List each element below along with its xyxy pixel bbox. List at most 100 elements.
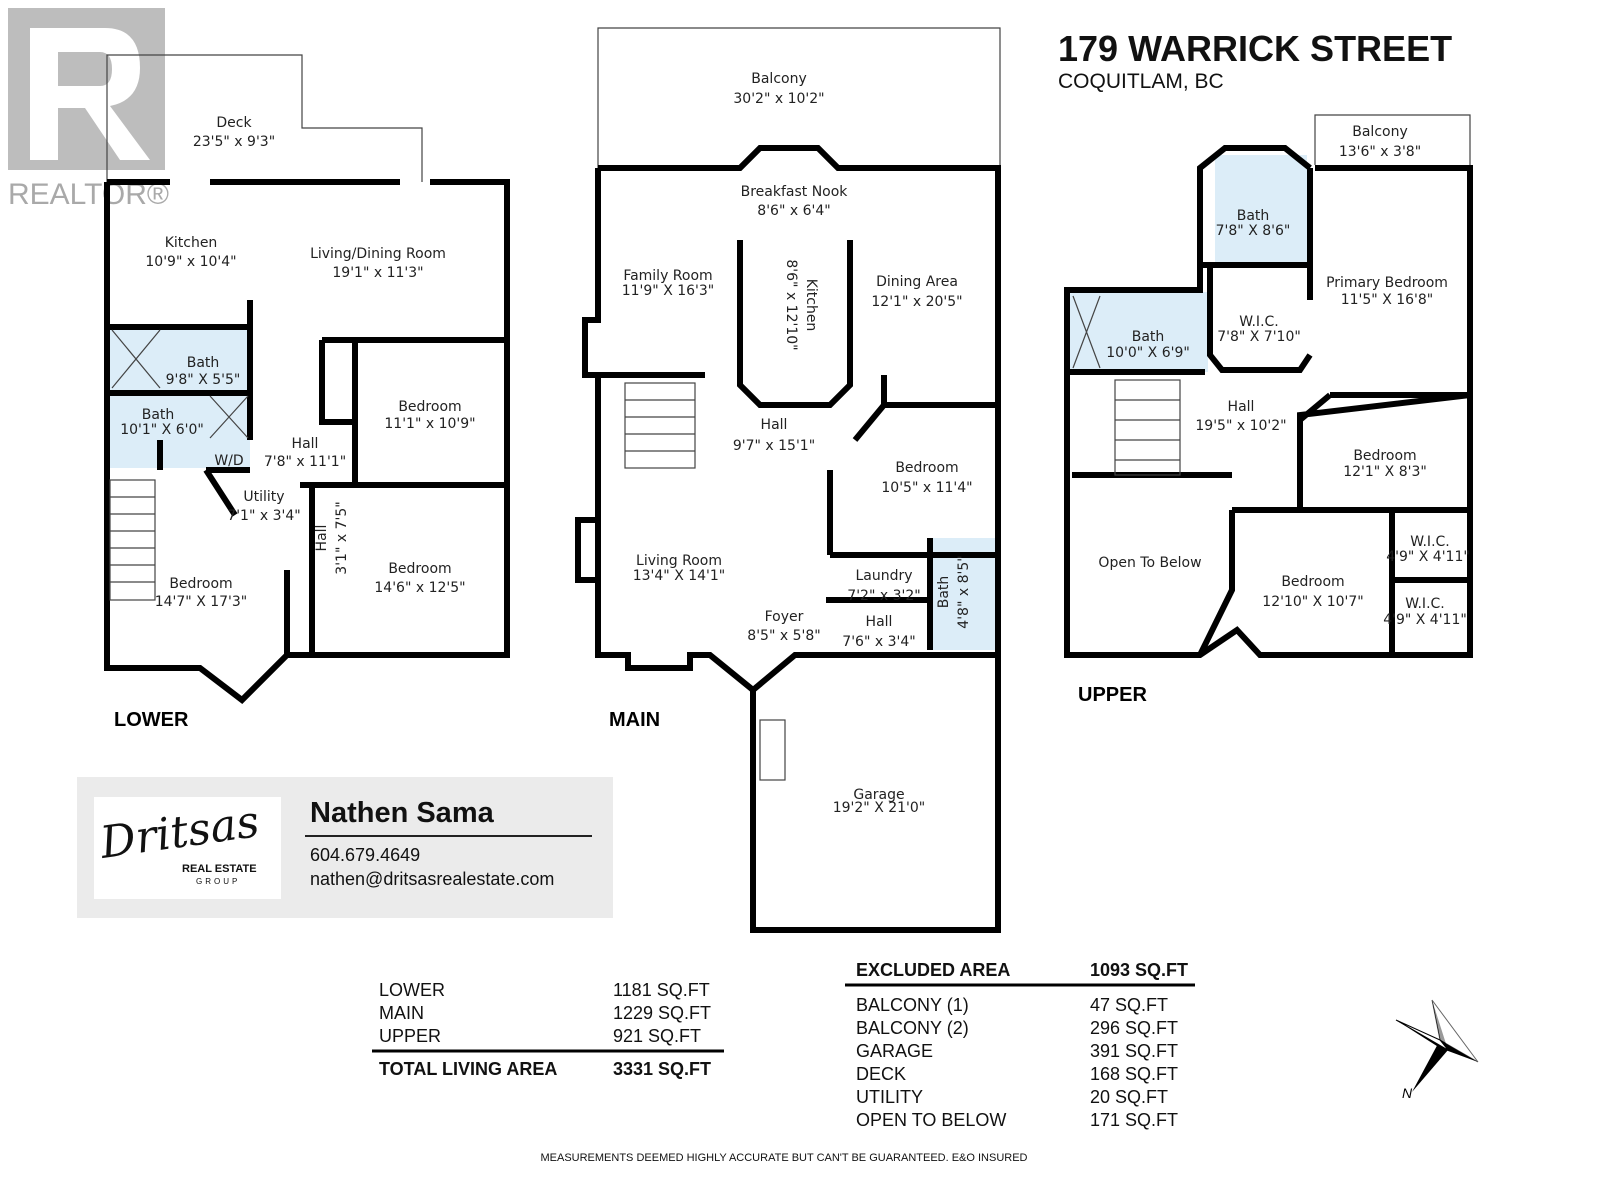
room-size: 12'10" X 10'7": [1262, 594, 1363, 610]
table-row: GARAGE 391 SQ.FT: [856, 1041, 1201, 1064]
room-size: 23'5" x 9'3": [193, 134, 275, 150]
room-size: 8'6" x 6'4": [757, 203, 830, 219]
table-row: MAIN 1229 SQ.FT: [379, 1003, 724, 1026]
room-name: Bedroom: [169, 576, 232, 592]
room-name: W.I.C.: [1239, 314, 1279, 330]
room-size: 19'1" x 11'3": [332, 265, 423, 281]
row-value: 3331 SQ.FT: [613, 1059, 712, 1079]
room-name: Balcony: [1352, 124, 1408, 140]
brokerage-logo-sub2: GROUP: [196, 877, 241, 886]
room-name: Living/Dining Room: [310, 246, 446, 262]
room-name: Dining Area: [876, 274, 958, 290]
room-size: 19'5" x 10'2": [1195, 418, 1286, 434]
total-row: TOTAL LIVING AREA 3331 SQ.FT: [379, 1059, 724, 1082]
room-name: Bath: [936, 576, 952, 609]
main-room-labels: Balcony 30'2" x 10'2" Breakfast Nook 8'6…: [609, 71, 973, 816]
row-label: UTILITY: [856, 1087, 924, 1107]
room-name: W.I.C.: [1405, 596, 1445, 612]
room-size: 30'2" x 10'2": [733, 91, 824, 107]
room-name: Living Room: [636, 553, 722, 569]
agent-email[interactable]: nathen@dritsasrealestate.com: [310, 869, 555, 889]
room-name: Bedroom: [1281, 574, 1344, 590]
floor-label-lower: LOWER: [114, 709, 189, 731]
room-name: Bedroom: [895, 460, 958, 476]
room-name: Kitchen: [165, 235, 218, 251]
property-city: COQUITLAM, BC: [1058, 70, 1224, 93]
room-size: 4'9" X 4'11": [1383, 612, 1467, 628]
room-name: Hall: [761, 417, 788, 433]
floor-label-upper: UPPER: [1078, 684, 1147, 706]
agent-card: Dritsas REAL ESTATE GROUP Nathen Sama 60…: [77, 777, 613, 918]
brokerage-logo: Dritsas REAL ESTATE GROUP: [94, 796, 281, 899]
realtor-logo: REALTOR®: [8, 8, 169, 211]
room-size: 14'6" x 12'5": [374, 580, 465, 596]
row-value: 20 SQ.FT: [1090, 1087, 1169, 1107]
room-name: Breakfast Nook: [741, 184, 849, 200]
divider: [305, 835, 592, 837]
room-name: Primary Bedroom: [1326, 275, 1448, 291]
upper-room-labels: Balcony 13'6" x 3'8" Bath 7'8" X 8'6" Pr…: [1078, 124, 1470, 706]
room-size: 11'9" X 16'3": [622, 283, 715, 299]
room-size: 11'1" x 10'9": [384, 416, 475, 432]
room-name: Bedroom: [398, 399, 461, 415]
row-label: EXCLUDED AREA: [856, 960, 1011, 980]
room-name: Bath: [1237, 208, 1270, 224]
room-size: 13'6" x 3'8": [1339, 144, 1421, 160]
room-size: 10'5" x 11'4": [881, 480, 972, 496]
table-row: OPEN TO BELOW 171 SQ.FT: [856, 1110, 1201, 1133]
row-value: 921 SQ.FT: [613, 1026, 702, 1046]
room-size: 7'6" x 3'4": [842, 634, 915, 650]
disclaimer: MEASUREMENTS DEEMED HIGHLY ACCURATE BUT …: [540, 1152, 1028, 1164]
agent-phone[interactable]: 604.679.4649: [310, 845, 421, 865]
compass-rose-icon: N: [1395, 999, 1479, 1101]
row-value: 1229 SQ.FT: [613, 1003, 712, 1023]
room-name: Garage: [853, 787, 904, 803]
room-size: 11'5" X 16'8": [1341, 292, 1434, 308]
row-value: 171 SQ.FT: [1090, 1110, 1179, 1130]
room-name: Kitchen: [803, 279, 819, 332]
room-name: Bath: [187, 355, 220, 371]
room-name: Hall: [292, 436, 319, 452]
compass-north-label: N: [1402, 1085, 1413, 1101]
row-value: 47 SQ.FT: [1090, 995, 1169, 1015]
row-value: 296 SQ.FT: [1090, 1018, 1179, 1038]
row-label: MAIN: [379, 1003, 424, 1023]
room-size: 9'8" X 5'5": [166, 372, 241, 388]
room-name: Hall: [1228, 399, 1255, 415]
row-label: BALCONY (2): [856, 1018, 969, 1038]
room-name: Bedroom: [388, 561, 451, 577]
row-value: 168 SQ.FT: [1090, 1064, 1179, 1084]
row-value: 391 SQ.FT: [1090, 1041, 1179, 1061]
room-name: W.I.C.: [1410, 534, 1450, 550]
main-floor-plan: [575, 27, 1001, 933]
row-label: OPEN TO BELOW: [856, 1110, 1007, 1130]
room-size: 10'1" X 6'0": [120, 422, 204, 438]
table-row: BALCONY (1)47 SQ.FT: [856, 995, 1201, 1018]
lower-floor-plan: [104, 54, 510, 704]
room-size: 8'5" x 5'8": [747, 628, 820, 644]
room-size: 14'7" X 17'3": [155, 594, 248, 610]
room-name: Hall: [314, 525, 330, 552]
room-name: Bath: [1132, 329, 1165, 345]
room-size: 10'0" X 6'9": [1106, 345, 1190, 361]
room-size: 3'1" x 7'5": [334, 501, 350, 574]
row-label: GARAGE: [856, 1041, 934, 1061]
row-value: 1181 SQ.FT: [613, 980, 710, 1000]
floor-label-main: MAIN: [609, 709, 660, 731]
brokerage-logo-script: Dritsas: [97, 796, 263, 869]
row-label: TOTAL LIVING AREA: [379, 1059, 558, 1079]
room-size: 4'8" x 8'5": [956, 555, 972, 628]
room-size: 19'2" X 21'0": [833, 800, 926, 816]
room-size: 7'1" x 3'4": [227, 508, 300, 524]
room-name: Open To Below: [1098, 555, 1201, 571]
room-name: Bath: [142, 407, 175, 423]
table-row: BALCONY (2) 296 SQ.FT: [856, 1018, 1201, 1041]
room-name: Foyer: [765, 609, 804, 625]
room-size: 10'9" x 10'4": [145, 254, 236, 270]
